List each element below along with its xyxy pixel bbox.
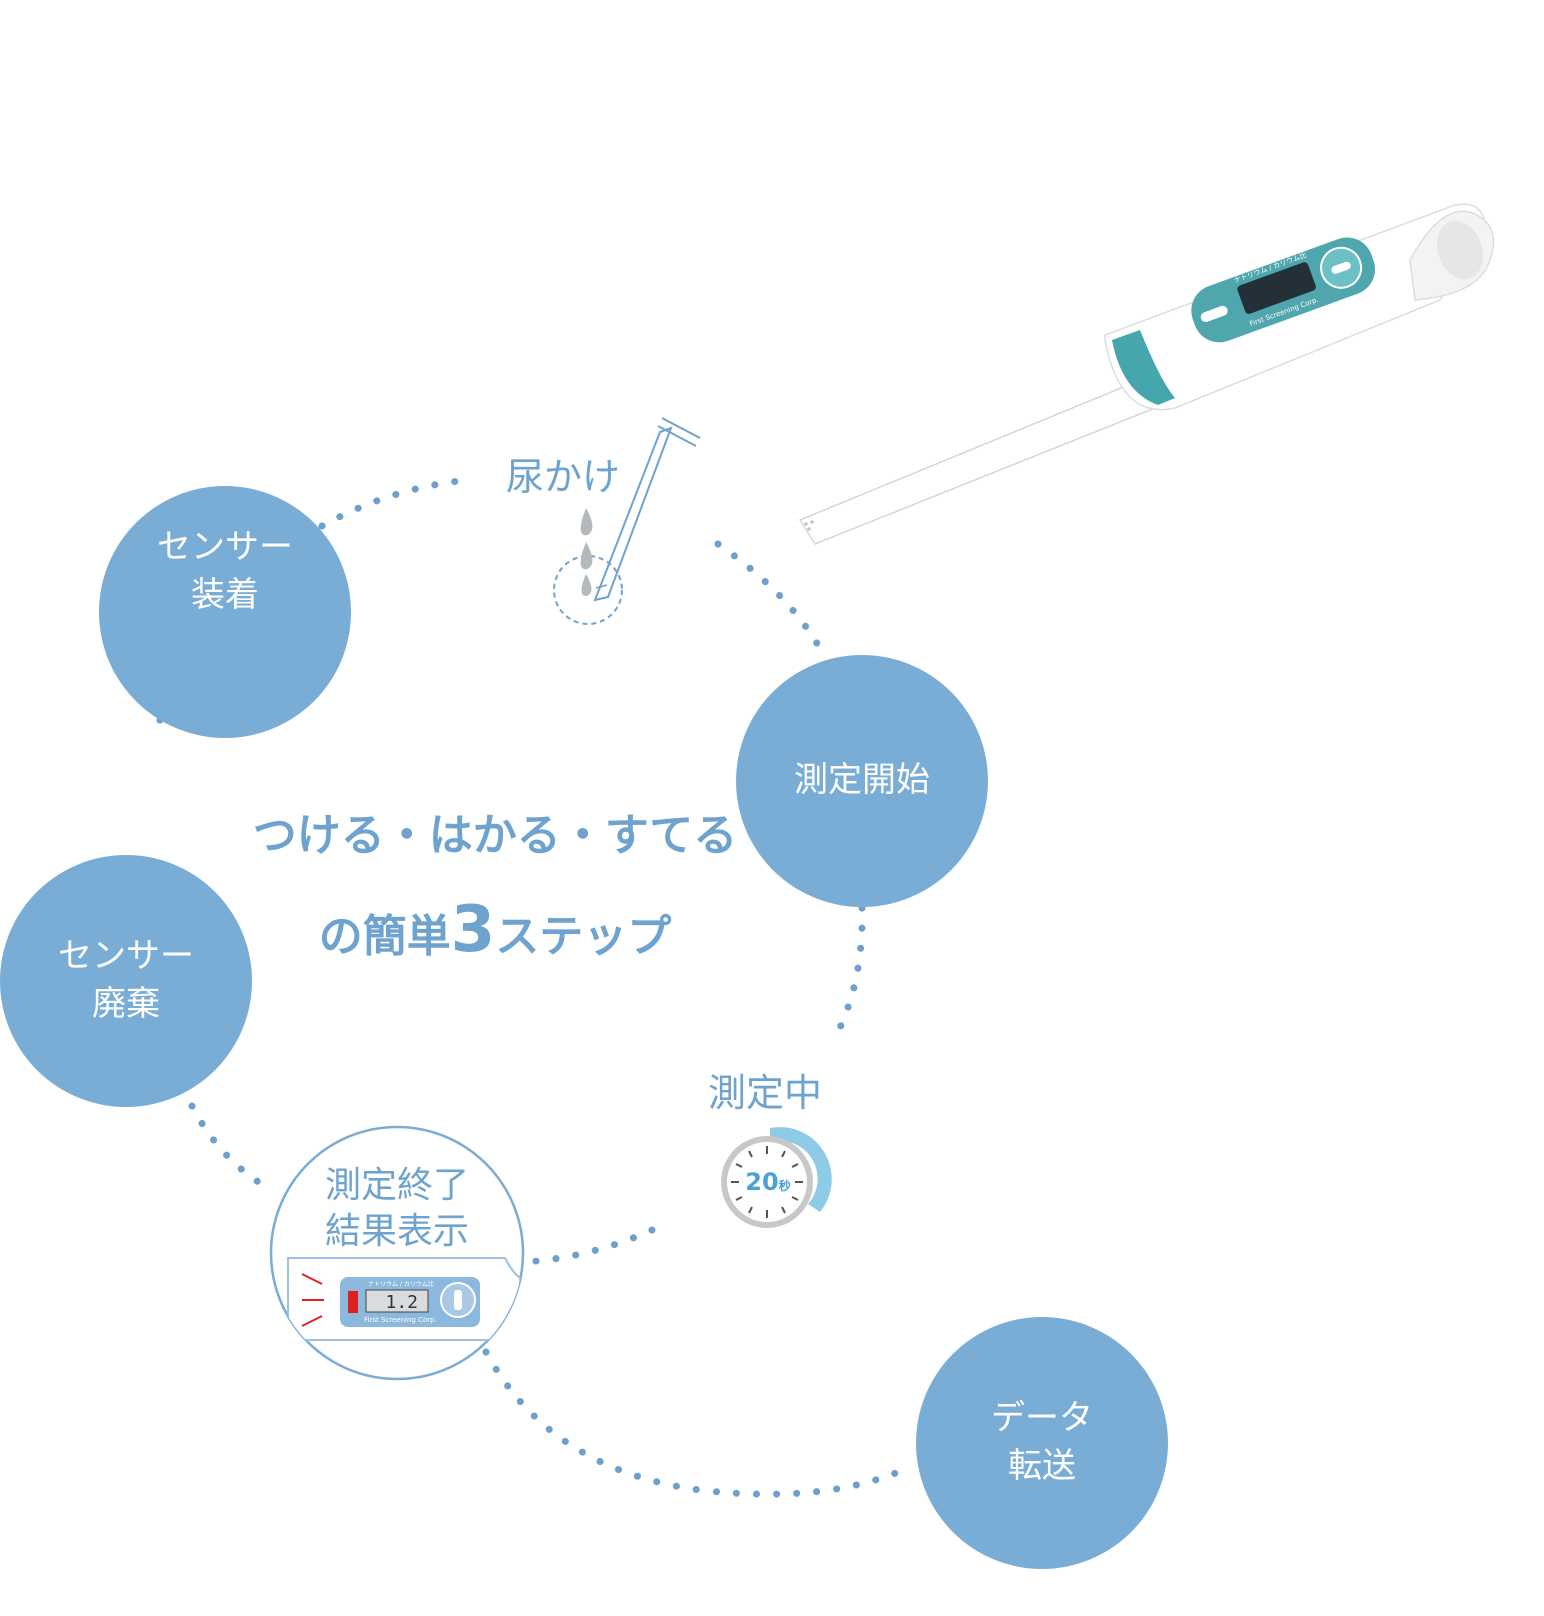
test-strip-icon [553, 417, 701, 625]
step-attach-line1: センサー [157, 527, 293, 567]
headline-line2: の簡単3ステップ [250, 898, 740, 962]
step-discard-circle: センサー 廃棄 [0, 855, 252, 1107]
headline: つける・はかる・すてる の簡単3ステップ [250, 810, 740, 963]
step-start-circle: 測定開始 [736, 655, 988, 907]
step-attach-line2: 装着 [191, 574, 259, 615]
device-illustration: ナトリウム / カリウム比 First Screening Corp. [798, 203, 1495, 545]
connector-attach-apply [318, 476, 472, 530]
step-result-line2: 結果表示 [324, 1211, 469, 1253]
step-transfer-line2: 転送 [1008, 1446, 1076, 1486]
svg-text:First Screening Corp.: First Screening Corp. [364, 1316, 437, 1324]
step-result-text: 測定終了 結果表示 [297, 1163, 497, 1255]
headline-step-count: 3 [450, 893, 496, 967]
connector-start-measuring [832, 904, 866, 1040]
step-apply-label: 尿かけ [506, 455, 621, 499]
timer-value: 20 [745, 1168, 779, 1196]
headline-line2-pre: の簡単 [318, 911, 451, 962]
result-reading: 1.2 [385, 1292, 418, 1313]
svg-text:ナトリウム / カリウム比: ナトリウム / カリウム比 [368, 1280, 434, 1288]
headline-line1: つける・はかる・すてる [252, 810, 738, 861]
connector-discard-result [188, 1102, 272, 1192]
connector-apply-start [714, 540, 826, 656]
step-transfer-line1: データ [991, 1398, 1093, 1439]
timer-readout: 20秒 [741, 1168, 795, 1196]
timer-unit: 秒 [778, 1179, 791, 1193]
step-discard-line1: センサー [58, 936, 194, 977]
step-measuring-label: 測定中 [708, 1071, 823, 1115]
connector-measuring-result [520, 1226, 656, 1266]
step-attach-circle: センサー 装着 [99, 486, 351, 738]
step-start-label: 測定開始 [794, 760, 930, 801]
urine-drop-icon [580, 508, 593, 596]
step-discard-line2: 廃棄 [92, 984, 160, 1024]
connector-result-transfer [482, 1348, 916, 1498]
result-device: 1.2 ナトリウム / カリウム比 First Screening Corp. [287, 1257, 521, 1341]
step-result-line1: 測定終了 [324, 1165, 469, 1206]
step-transfer-circle: データ 転送 [916, 1317, 1168, 1569]
stopwatch-icon [721, 1127, 832, 1228]
headline-line2-post: ステップ [495, 911, 672, 962]
